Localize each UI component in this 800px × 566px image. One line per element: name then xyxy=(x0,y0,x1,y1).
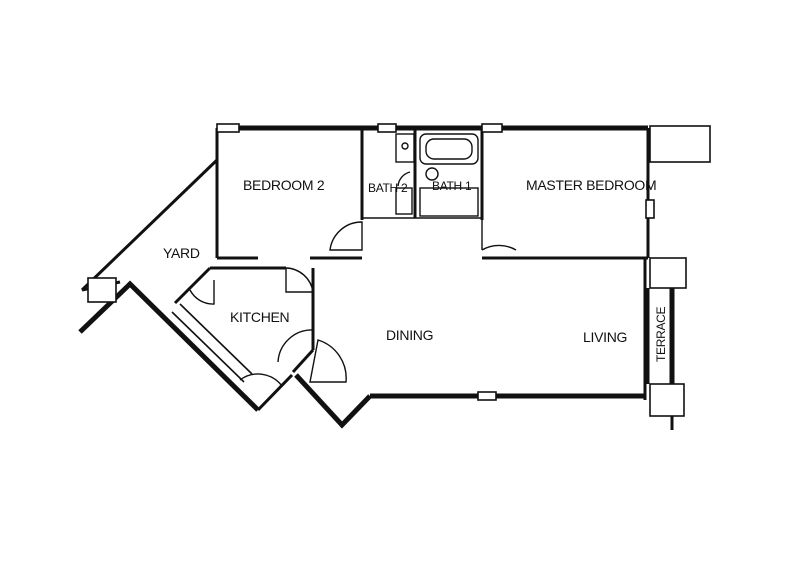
bath-fixtures xyxy=(395,133,479,217)
terrace-box-top xyxy=(649,257,687,289)
kitchen-top-wall xyxy=(173,266,212,305)
bath2-tap xyxy=(401,142,409,150)
windows xyxy=(87,123,711,430)
bath1-tap xyxy=(425,167,439,181)
label-bath2: BATH 2 xyxy=(368,181,408,195)
room-labels: BEDROOM 2 BATH 2 BATH 1 MASTER BEDROOM Y… xyxy=(163,177,668,362)
bedroom2-door xyxy=(329,221,363,251)
balcony-box-top xyxy=(649,125,711,163)
window-top-left xyxy=(216,123,240,133)
label-living: LIVING xyxy=(583,329,627,345)
bath1-counter xyxy=(419,187,479,217)
bath2-basin xyxy=(395,187,413,215)
master-side-window xyxy=(645,199,655,219)
kitchen-counter-2 xyxy=(179,303,253,375)
yard-door xyxy=(189,280,215,305)
master-door xyxy=(481,244,517,251)
label-kitchen: KITCHEN xyxy=(230,309,289,325)
kitchen-bottom-door xyxy=(239,373,283,387)
terrace-box-bottom xyxy=(649,383,685,417)
window-master xyxy=(481,123,503,133)
label-dining: DINING xyxy=(386,327,433,343)
label-yard: YARD xyxy=(163,245,200,261)
kitchen-bottom-left xyxy=(256,373,294,412)
dining-bottom-diagonal xyxy=(294,373,372,429)
yard-lower-wall xyxy=(78,280,260,412)
bath2-door xyxy=(397,171,411,187)
yard-fixture xyxy=(87,277,117,303)
label-bath1: BATH 1 xyxy=(432,179,472,193)
kitchen-right-diagonal xyxy=(291,348,315,374)
interior-walls xyxy=(171,128,648,383)
kitchen-counter xyxy=(171,311,245,383)
window-living xyxy=(477,391,497,401)
entry-door xyxy=(309,339,347,383)
doors xyxy=(189,171,517,387)
window-bath xyxy=(377,123,397,133)
outer-walls xyxy=(78,125,650,429)
yard-outer-diagonal xyxy=(80,158,219,292)
label-master-bedroom: MASTER BEDROOM xyxy=(526,177,656,193)
label-bedroom2: BEDROOM 2 xyxy=(243,177,325,193)
kitchen-door xyxy=(285,267,314,293)
kitchen-door-2 xyxy=(277,329,314,363)
label-terrace: TERRACE xyxy=(654,306,668,362)
bathtub-inner xyxy=(425,138,473,160)
